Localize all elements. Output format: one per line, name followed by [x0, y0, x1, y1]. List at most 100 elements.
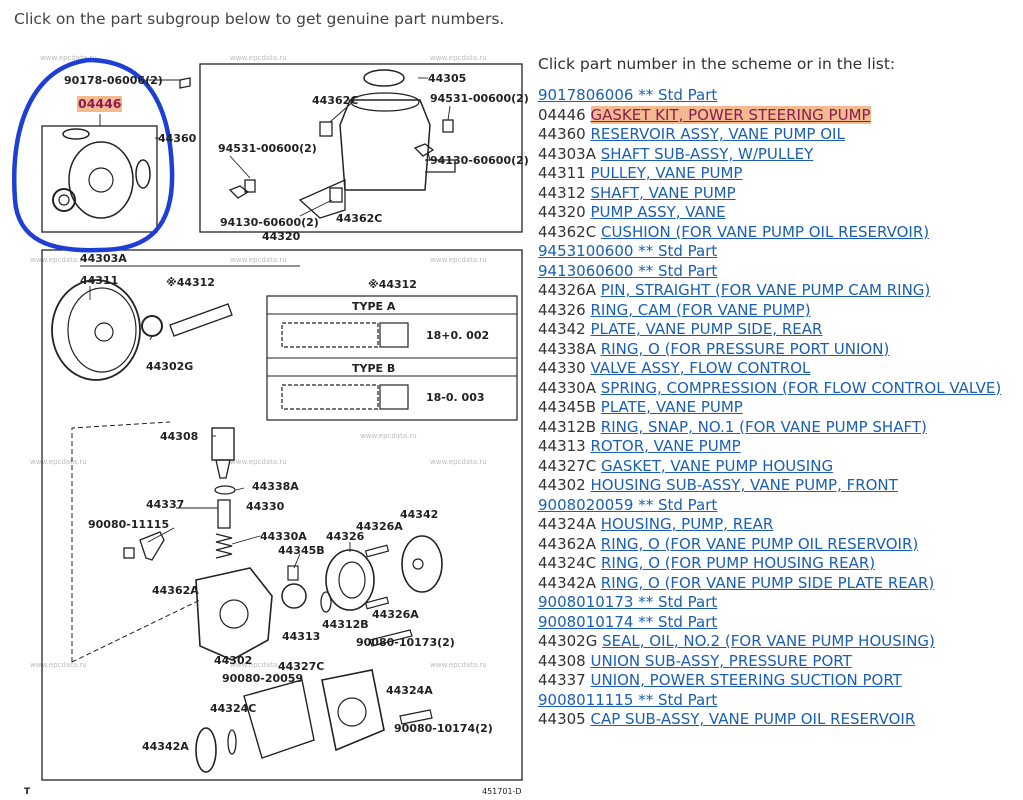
- callout-label[interactable]: 44362C: [312, 94, 358, 107]
- part-name-link[interactable]: HOUSING SUB-ASSY, VANE PUMP, FRONT: [590, 476, 898, 494]
- part-number-link[interactable]: 9453100600 ** Std Part: [538, 242, 718, 260]
- pressure-port-union-icon: [211, 427, 235, 461]
- part-list-item: 44305 CAP SUB-ASSY, VANE PUMP OIL RESERV…: [538, 710, 1001, 730]
- bolt-icon: [399, 709, 433, 725]
- part-name-link[interactable]: ROTOR, VANE PUMP: [590, 437, 741, 455]
- part-list-item: 44337 UNION, POWER STEERING SUCTION PORT: [538, 671, 1001, 691]
- callout-label[interactable]: 94130-60600(2): [430, 154, 529, 167]
- part-name-link[interactable]: RING, SNAP, NO.1 (FOR VANE PUMP SHAFT): [600, 417, 927, 436]
- callout-label[interactable]: 44342: [400, 508, 438, 521]
- part-name-link[interactable]: SHAFT SUB-ASSY, W/PULLEY: [600, 144, 814, 163]
- callout-label[interactable]: ※44312: [166, 276, 215, 289]
- callout-label[interactable]: 90080-10173(2): [356, 636, 455, 649]
- part-number-link[interactable]: 9008011115 ** Std Part: [538, 690, 718, 709]
- cushion-icon: [319, 121, 333, 137]
- callout-label[interactable]: 04446: [78, 96, 122, 111]
- oil-seal-inner-icon: [58, 194, 70, 206]
- callout-label[interactable]: 44338A: [252, 480, 299, 493]
- part-name-link[interactable]: RING, CAM (FOR VANE PUMP): [590, 300, 811, 319]
- part-list-item: 9008011115 ** Std Part: [538, 691, 1001, 711]
- type-a-label: TYPE A: [352, 300, 396, 313]
- part-number-link[interactable]: 9413060600 ** Std Part: [538, 261, 718, 280]
- pulley-hub-icon: [94, 322, 114, 342]
- part-list-item: 44338A RING, O (FOR PRESSURE PORT UNION): [538, 340, 1001, 360]
- annotation-circle: [12, 57, 175, 253]
- callout-label[interactable]: 94531-00600(2): [430, 92, 529, 105]
- type-header-label[interactable]: ※44312: [368, 278, 417, 291]
- part-number: 44313: [538, 437, 586, 455]
- callout-label[interactable]: 94531-00600(2): [218, 142, 317, 155]
- type-b-label: TYPE B: [352, 362, 395, 375]
- part-name-link[interactable]: PLATE, VANE PUMP: [600, 398, 743, 416]
- callout-label[interactable]: 90080-11115: [88, 518, 169, 531]
- callout-label[interactable]: 44324A: [386, 684, 433, 697]
- pin-icon: [364, 544, 390, 558]
- part-number-link[interactable]: 9008010174 ** Std Part: [538, 612, 718, 631]
- callout-label[interactable]: 44342A: [142, 740, 189, 753]
- callout-label[interactable]: 44308: [160, 430, 198, 443]
- part-number: 44337: [538, 671, 586, 689]
- part-name-link[interactable]: RESERVOIR ASSY, VANE PUMP OIL: [590, 125, 845, 143]
- callout-label[interactable]: 44326A: [356, 520, 403, 533]
- callout-label[interactable]: 94130-60600(2): [220, 216, 319, 229]
- selected-label-highlight: [77, 96, 122, 112]
- callout-label[interactable]: 44312B: [322, 618, 369, 631]
- part-name-link[interactable]: CAP SUB-ASSY, VANE PUMP OIL RESERVOIR: [590, 710, 916, 728]
- callout-label[interactable]: 44327C: [278, 660, 324, 673]
- part-number: 04446: [538, 105, 586, 124]
- watermark: www.epcdata.ru: [30, 458, 87, 466]
- part-number: 44302: [538, 476, 586, 494]
- watermark: www.epcdata.ru: [230, 54, 287, 62]
- part-name-link[interactable]: SEAL, OIL, NO.2 (FOR VANE PUMP HOUSING): [602, 632, 935, 650]
- callout-label[interactable]: 44302: [214, 654, 252, 667]
- callout-label[interactable]: 44362C: [336, 212, 382, 225]
- part-name-link[interactable]: RING, O (FOR PUMP HOUSING REAR): [600, 554, 876, 572]
- part-name-link[interactable]: RING, O (FOR VANE PUMP SIDE PLATE REAR): [600, 573, 935, 592]
- part-number: 44345B: [538, 398, 597, 416]
- part-list-item: 44330 VALVE ASSY, FLOW CONTROL: [538, 359, 1001, 379]
- part-name-link[interactable]: GASKET, VANE PUMP HOUSING: [600, 456, 834, 475]
- parts-diagram[interactable]: www.epcdata.ru www.epcdata.ru www.epcdat…: [0, 40, 530, 800]
- callout-label[interactable]: 44311: [80, 274, 118, 287]
- nut-icon: [413, 143, 435, 157]
- callout-label[interactable]: 90080-10174(2): [394, 722, 493, 735]
- part-name-link[interactable]: SHAFT, VANE PUMP: [590, 183, 736, 202]
- part-name-link[interactable]: GASKET KIT, POWER STEERING PUMP: [590, 105, 871, 124]
- part-name-link[interactable]: PULLEY, VANE PUMP: [590, 164, 743, 182]
- callout-label[interactable]: 44326A: [372, 608, 419, 621]
- callout-label[interactable]: 90080-20059: [222, 672, 303, 685]
- part-list-item: 44330A SPRING, COMPRESSION (FOR FLOW CON…: [538, 379, 1001, 399]
- part-list-item: 44360 RESERVOIR ASSY, VANE PUMP OIL: [538, 125, 1001, 145]
- part-number-link[interactable]: 9008020059 ** Std Part: [538, 495, 718, 514]
- part-name-link[interactable]: SPRING, COMPRESSION (FOR FLOW CONTROL VA…: [600, 378, 1002, 397]
- callout-label[interactable]: 44360: [158, 132, 197, 145]
- part-name-link[interactable]: HOUSING, PUMP, REAR: [600, 515, 774, 533]
- callout-label[interactable]: 44313: [282, 630, 320, 643]
- callout-label[interactable]: 44330A: [260, 530, 307, 543]
- callout-label[interactable]: 44326: [326, 530, 365, 543]
- side-plate-icon: [401, 535, 443, 593]
- callout-label[interactable]: 44305: [428, 72, 466, 85]
- part-name-link[interactable]: UNION, POWER STEERING SUCTION PORT: [590, 671, 902, 689]
- callout-label[interactable]: 44324C: [210, 702, 256, 715]
- part-name-link[interactable]: PUMP ASSY, VANE: [590, 203, 726, 221]
- callout-label[interactable]: 90178-06006(2): [64, 74, 163, 87]
- part-name-link[interactable]: RING, O (FOR VANE PUMP OIL RESERVOIR): [600, 534, 919, 553]
- part-name-link[interactable]: CUSHION (FOR VANE PUMP OIL RESERVOIR): [600, 222, 930, 241]
- part-name-link[interactable]: UNION SUB-ASSY, PRESSURE PORT: [590, 651, 852, 670]
- callout-label[interactable]: 44302G: [146, 360, 193, 373]
- part-number-link[interactable]: 9017806006 ** Std Part: [538, 86, 718, 104]
- part-name-link[interactable]: PLATE, VANE PUMP SIDE, REAR: [590, 320, 823, 338]
- part-name-link[interactable]: RING, O (FOR PRESSURE PORT UNION): [600, 339, 890, 358]
- callout-label[interactable]: 44303A: [80, 252, 127, 265]
- callout-label[interactable]: 44345B: [278, 544, 325, 557]
- callout-label[interactable]: 44320: [262, 230, 301, 243]
- type-b-shaft-icon: [281, 384, 379, 410]
- callout-label[interactable]: 44330: [246, 500, 285, 513]
- part-number-link[interactable]: 9008010173 ** Std Part: [538, 593, 718, 611]
- part-name-link[interactable]: PIN, STRAIGHT (FOR VANE PUMP CAM RING): [600, 281, 931, 299]
- o-ring-large-icon: [135, 159, 151, 189]
- callout-label[interactable]: 44337: [146, 498, 184, 511]
- part-name-link[interactable]: VALVE ASSY, FLOW CONTROL: [590, 359, 811, 377]
- callout-label[interactable]: 44362A: [152, 584, 199, 597]
